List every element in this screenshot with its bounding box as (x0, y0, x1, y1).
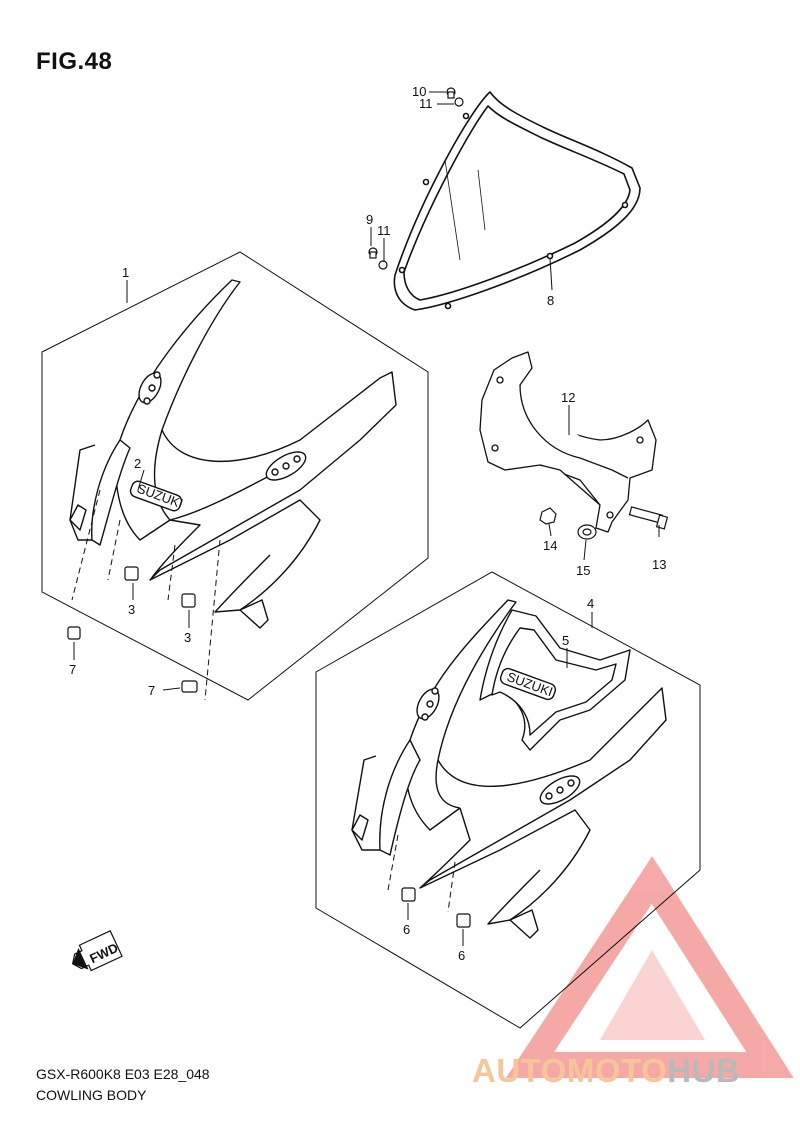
pad-pieces-upper (67, 566, 198, 693)
callout-13: 13 (652, 557, 666, 572)
callout-4: 4 (587, 596, 594, 611)
callout-7a: 7 (69, 662, 76, 677)
model-code: GSX-R600K8 E03 E28_048 (36, 1066, 210, 1082)
pad-pieces-lower (401, 887, 471, 928)
callout-2: 2 (134, 456, 141, 471)
cowling-bracket-part (479, 351, 657, 533)
watermark-text: AUTOMOTOHUB (472, 1052, 740, 1090)
callout-15: 15 (576, 563, 590, 578)
callout-11a: 11 (419, 96, 433, 111)
callout-12: 12 (561, 390, 575, 405)
callout-3a: 3 (128, 602, 135, 617)
suzuki-decal-part (479, 609, 631, 751)
callout-3b: 3 (184, 630, 191, 645)
callout-11b: 11 (377, 223, 391, 238)
watermark-part-b: HUB (667, 1052, 741, 1089)
windscreen-part (393, 91, 641, 311)
callout-14: 14 (543, 538, 557, 553)
dashed-guide-lines (71, 489, 221, 701)
callout-6a: 6 (403, 922, 410, 937)
callout-7b: 7 (148, 683, 155, 698)
figure-title: FIG.48 (36, 48, 113, 75)
watermark-logo-icon (505, 856, 794, 1078)
upper-cowling-part (69, 279, 397, 629)
section-name: COWLING BODY (36, 1087, 147, 1103)
lower-cowling-box (315, 571, 701, 1029)
upper-cowling-box (41, 251, 429, 701)
callout-9: 9 (366, 212, 373, 227)
callout-8: 8 (547, 293, 554, 308)
leader-lines (73, 91, 660, 946)
screw-pieces (368, 87, 464, 270)
lower-cowling-part (351, 599, 667, 939)
callout-10: 10 (412, 84, 426, 99)
callout-5: 5 (562, 633, 569, 648)
forward-arrow-icon (71, 930, 123, 972)
callout-6b: 6 (458, 948, 465, 963)
watermark-part-a: AUTOMOTO (472, 1052, 668, 1089)
dashed-guide-lines-lower (387, 834, 456, 913)
callout-1: 1 (122, 265, 129, 280)
